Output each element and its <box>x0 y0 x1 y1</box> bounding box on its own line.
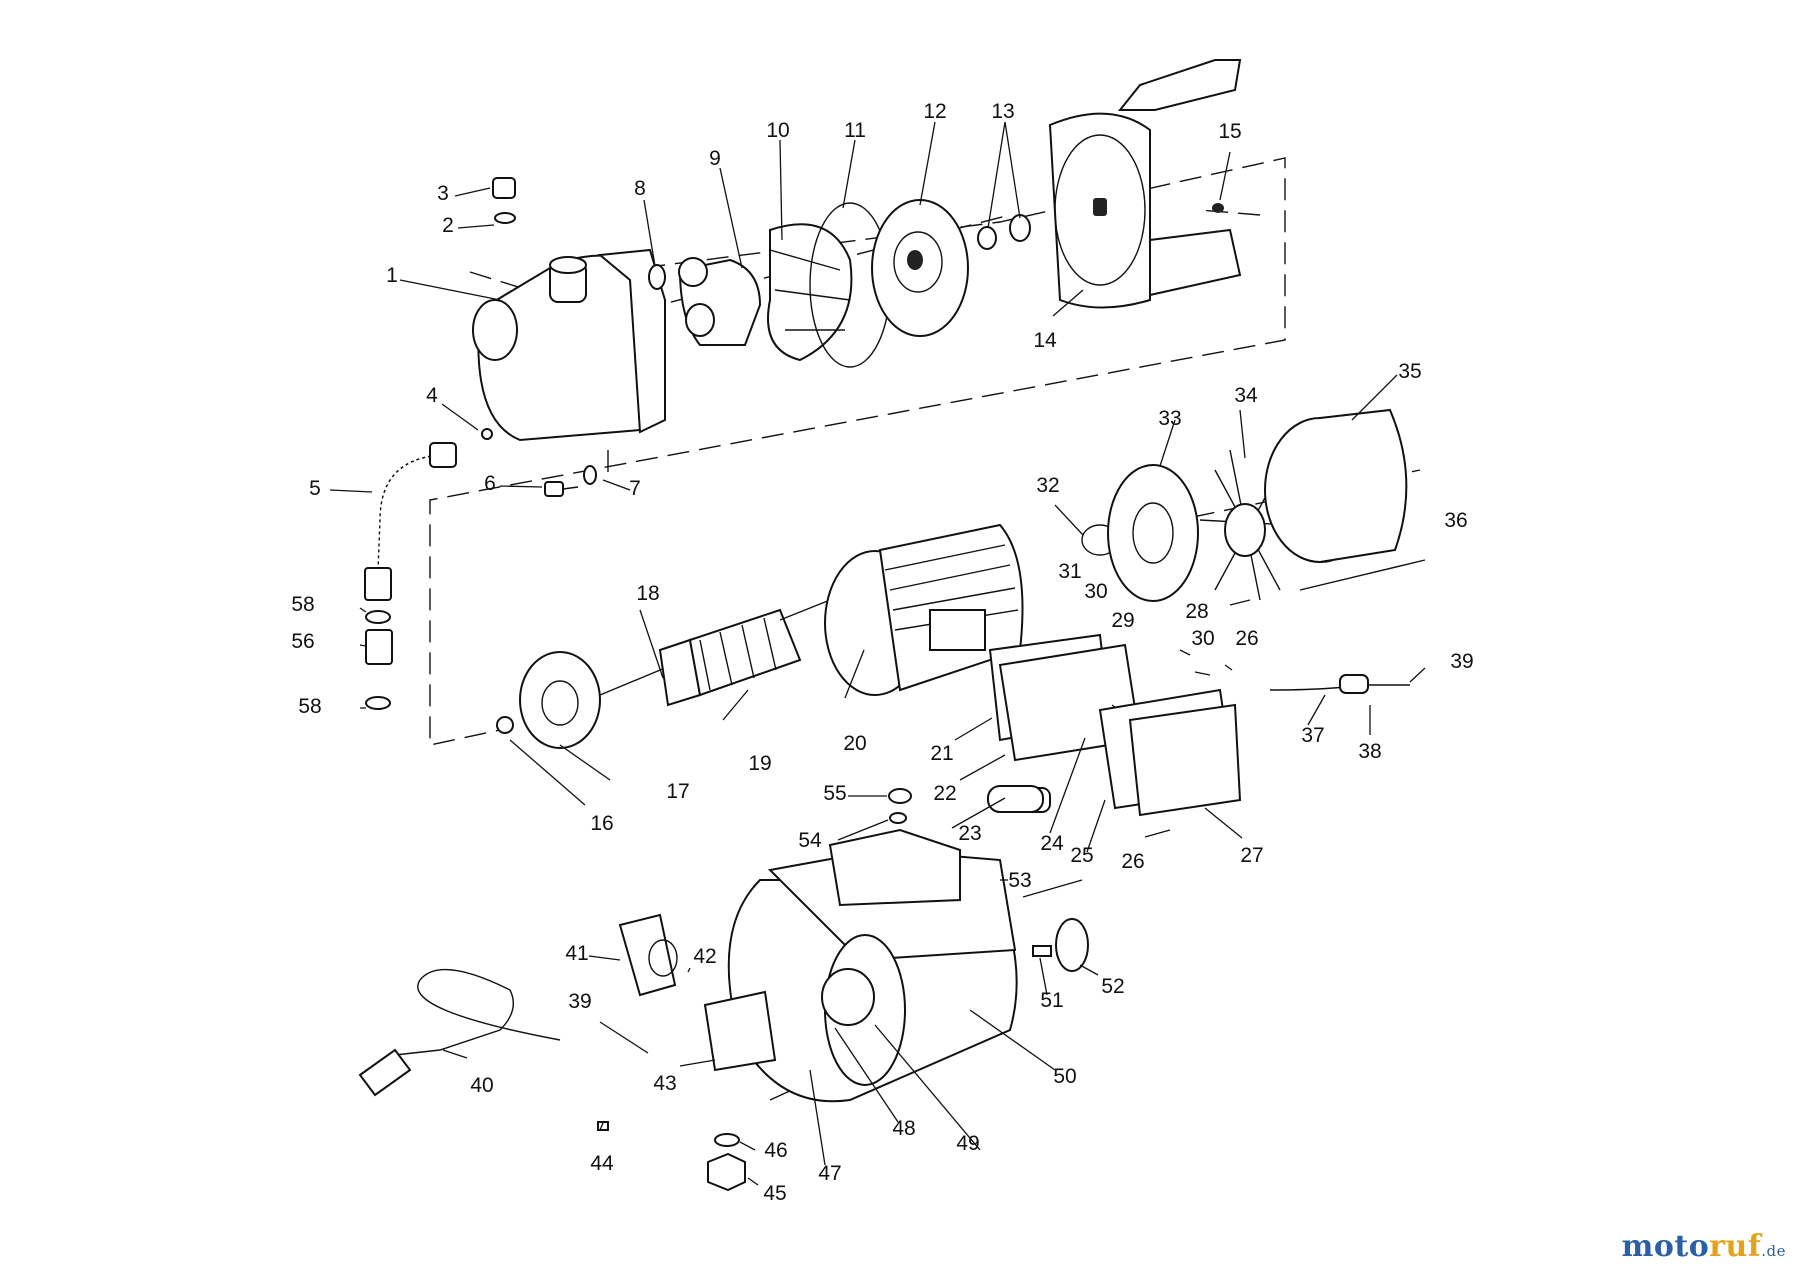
part-number-1: 1 <box>386 264 398 287</box>
terminal-box <box>988 633 1242 817</box>
rotor <box>599 599 831 707</box>
capacitor-and-nuts <box>888 785 1044 824</box>
part-number-21: 21 <box>930 742 953 765</box>
watermark-part1: moto <box>1621 1229 1710 1264</box>
fan-assembly <box>1081 408 1408 602</box>
drain-screw <box>481 428 597 497</box>
part-number-49: 49 <box>956 1132 979 1155</box>
part-number-11: 11 <box>844 119 866 142</box>
part-number-26a: 26 <box>1235 627 1258 650</box>
part-number-12: 12 <box>923 100 946 123</box>
part-number-38: 38 <box>1358 740 1381 763</box>
diffuser-parts <box>648 257 762 346</box>
part-number-18: 18 <box>636 582 659 605</box>
filler-plug <box>492 177 516 224</box>
part-number-44: 44 <box>590 1152 614 1175</box>
watermark-part2: ruf <box>1709 1229 1762 1264</box>
part-number-9: 9 <box>709 147 721 170</box>
part-number-30b: 30 <box>1191 627 1214 650</box>
part-number-25: 25 <box>1070 844 1093 867</box>
part-number-51: 51 <box>1040 989 1063 1012</box>
part-number-23: 23 <box>958 822 981 845</box>
watermark-logo: motoruf.de <box>1622 1229 1786 1264</box>
part-number-33: 33 <box>1158 407 1181 430</box>
part-number-7: 7 <box>629 477 641 500</box>
part-number-50: 50 <box>1053 1065 1076 1088</box>
hose-assembly <box>364 442 457 710</box>
shaft-seal-pair <box>977 214 1031 250</box>
part-number-48: 48 <box>892 1117 915 1140</box>
part-number-19: 19 <box>748 752 771 775</box>
end-bell <box>496 651 601 749</box>
motor-bracket <box>1048 59 1242 309</box>
part-number-16: 16 <box>590 812 613 835</box>
part-number-22: 22 <box>933 782 956 805</box>
impeller-plate <box>871 199 969 337</box>
part-number-39b: 39 <box>568 990 591 1013</box>
part-number-27: 27 <box>1240 844 1263 867</box>
part-number-41: 41 <box>565 942 588 965</box>
part-number-6: 6 <box>484 472 496 495</box>
part-number-13: 13 <box>991 100 1014 123</box>
part-number-52: 52 <box>1101 975 1124 998</box>
gauge-and-valve <box>821 918 1089 1026</box>
part-number-31: 31 <box>1058 560 1081 583</box>
part-number-58a: 58 <box>291 593 314 616</box>
part-number-58b: 58 <box>298 695 321 718</box>
part-number-30a: 30 <box>1084 580 1107 603</box>
pump-housing <box>472 248 666 442</box>
part-number-4: 4 <box>426 384 438 407</box>
part-number-40: 40 <box>470 1074 493 1097</box>
part-number-43: 43 <box>653 1072 676 1095</box>
part-number-5: 5 <box>309 477 321 500</box>
watermark-tld: .de <box>1761 1242 1786 1260</box>
part-number-46: 46 <box>764 1139 787 1162</box>
part-number-42: 42 <box>693 945 716 968</box>
part-number-2: 2 <box>442 214 454 237</box>
pressure-switch <box>597 913 777 1192</box>
mains-plug <box>358 968 561 1097</box>
part-number-36: 36 <box>1444 509 1467 532</box>
leader-lines <box>329 121 1426 1186</box>
power-cable <box>1269 674 1410 694</box>
part-number-29: 29 <box>1111 609 1134 632</box>
part-number-28: 28 <box>1185 600 1208 623</box>
part-number-26b: 26 <box>1121 850 1144 873</box>
part-number-20: 20 <box>843 732 866 755</box>
part-number-14: 14 <box>1033 329 1057 352</box>
part-number-15: 15 <box>1218 120 1241 143</box>
part-number-45: 45 <box>763 1182 786 1205</box>
part-number-53: 53 <box>1008 869 1031 892</box>
part-number-54: 54 <box>798 829 822 852</box>
part-number-10: 10 <box>766 119 789 142</box>
part-number-35: 35 <box>1398 360 1421 383</box>
part-number-37: 37 <box>1301 724 1324 747</box>
part-number-55: 55 <box>823 782 846 805</box>
bolt-15 <box>1212 203 1224 213</box>
part-number-56: 56 <box>291 630 314 653</box>
part-number-3: 3 <box>437 182 449 205</box>
tie-rod-36 <box>1299 559 1426 591</box>
part-number-34: 34 <box>1234 384 1258 407</box>
part-number-17: 17 <box>666 780 689 803</box>
part-number-8: 8 <box>634 177 646 200</box>
part-number-24: 24 <box>1040 832 1064 855</box>
part-number-39a: 39 <box>1450 650 1473 673</box>
part-number-32: 32 <box>1036 474 1059 497</box>
part-number-47: 47 <box>818 1162 841 1185</box>
